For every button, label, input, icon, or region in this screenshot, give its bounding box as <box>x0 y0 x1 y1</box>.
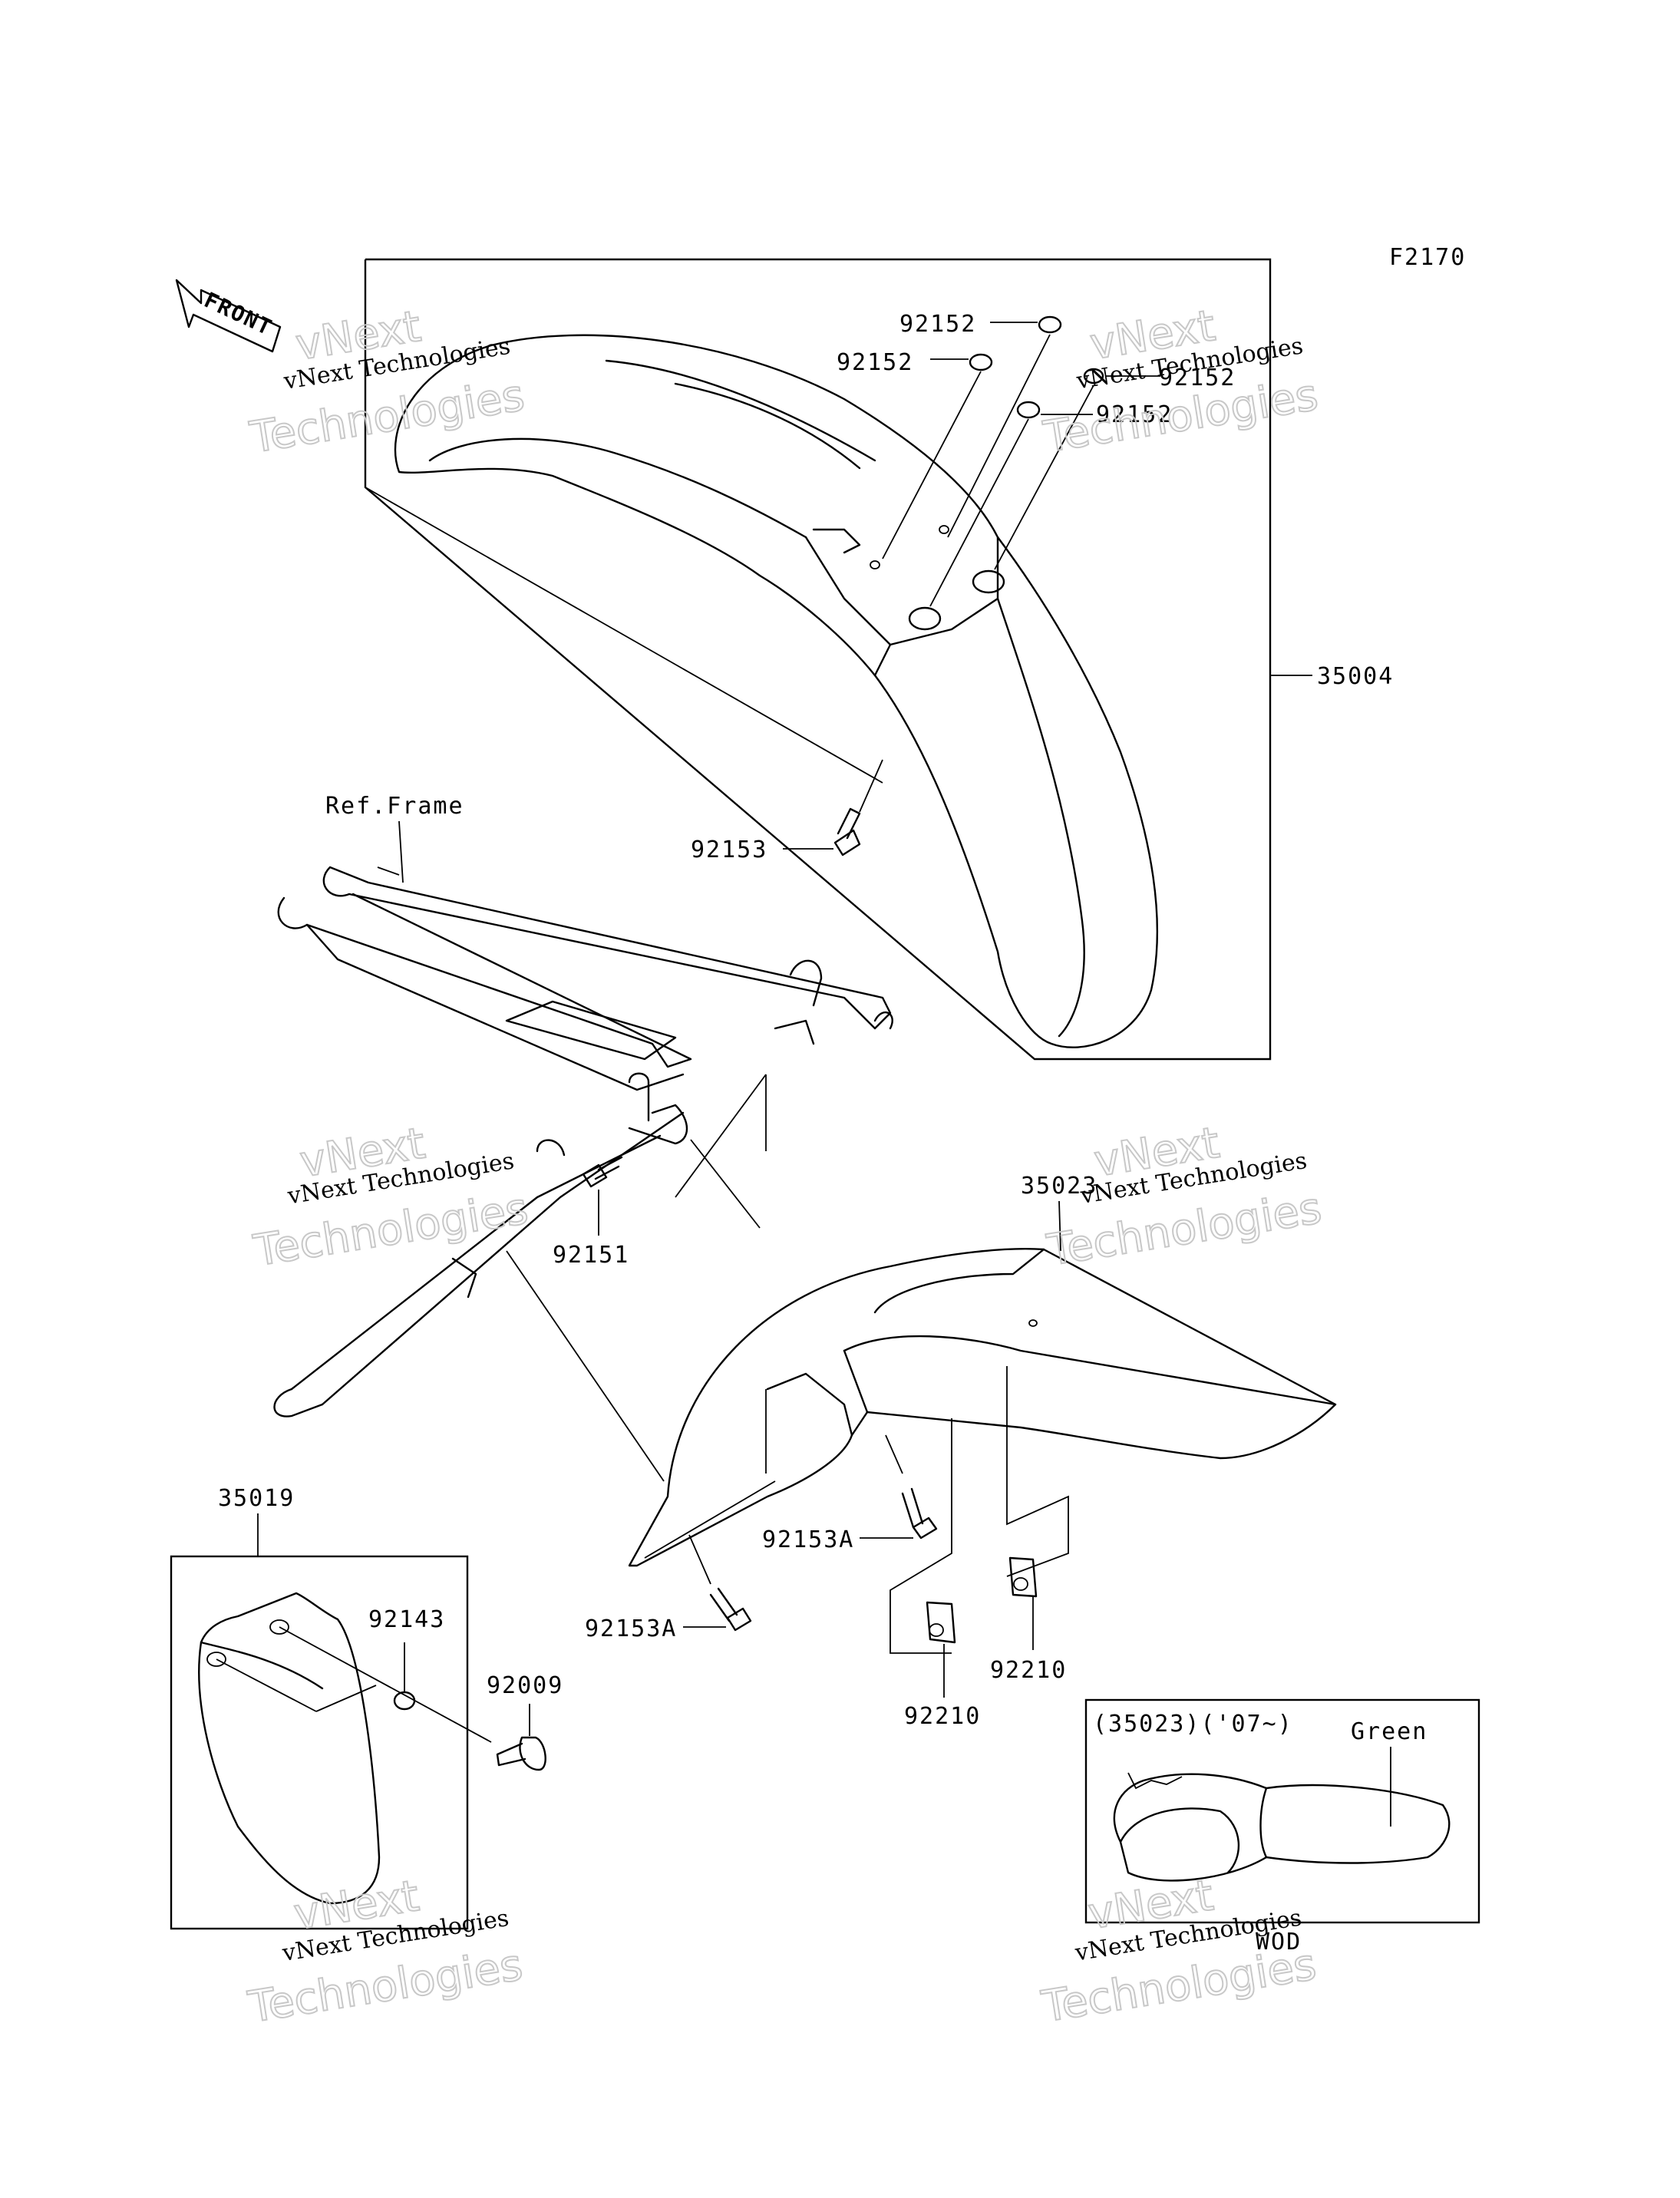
label-35023: 35023 <box>1021 1173 1097 1200</box>
label-92152-d: 92152 <box>1096 401 1173 428</box>
inset-rear-fender <box>1113 1773 1451 1882</box>
washer-92152-c <box>1083 368 1104 384</box>
figure-code: F2170 <box>1389 244 1466 271</box>
screw-92009 <box>519 1736 546 1771</box>
group-box-35004 <box>364 258 1272 1061</box>
washer-92152-a <box>1038 315 1062 334</box>
watermark-ml: vNext vNext Technologies Technologies <box>249 1117 532 1277</box>
label-92152-a: 92152 <box>899 311 976 338</box>
inset-variant: (35023)('07~) Green WOD <box>1084 1698 1480 1955</box>
label-92151: 92151 <box>553 1242 629 1269</box>
label-92210-b: 92210 <box>990 1657 1067 1684</box>
mud-flap-group: 35019 92143 92009 <box>170 1485 563 1930</box>
inset-color-label: Green <box>1351 1718 1428 1745</box>
label-35004: 35004 <box>1317 663 1394 690</box>
bolt-92153: 92153 <box>691 759 883 863</box>
bolt-92151: 92151 <box>553 1156 629 1269</box>
ref-frame: Ref.Frame <box>273 793 893 1417</box>
label-92152-b: 92152 <box>837 349 913 376</box>
group-box-35019 <box>170 1555 469 1930</box>
watermark-bl: vNext vNext Technologies Technologies <box>244 1870 526 2034</box>
washer-92152-set: 92152 92152 92152 92152 <box>837 311 1236 607</box>
front-fender-group: 35004 <box>364 258 1394 1061</box>
inset-title: (35023)('07~) <box>1093 1711 1293 1738</box>
label-92152-c: 92152 <box>1159 365 1236 391</box>
mud-flap-35019 <box>198 1592 381 1905</box>
watermark-tl: vNext vNext Technologies Technologies <box>246 301 528 464</box>
nut-92210-set: 92210 92210 <box>890 1366 1069 1730</box>
inset-code: WOD <box>1256 1929 1302 1955</box>
label-35019: 35019 <box>218 1485 295 1512</box>
inset-box <box>1084 1698 1480 1924</box>
bolt-92153A-a: 92153A <box>762 1434 938 1553</box>
label-ref-frame: Ref.Frame <box>325 793 464 820</box>
nut-92210-a <box>926 1601 956 1644</box>
label-92153A-b: 92153A <box>585 1615 677 1642</box>
nut-92210-b <box>1008 1556 1038 1598</box>
bolt-92153A-b: 92153A <box>585 1534 752 1642</box>
washer-92143 <box>393 1691 416 1711</box>
label-92210-a: 92210 <box>904 1703 981 1730</box>
label-92009: 92009 <box>487 1672 563 1699</box>
washer-92152-b <box>969 353 993 371</box>
label-92143: 92143 <box>368 1606 445 1633</box>
front-arrow-icon: FRONT <box>175 279 282 353</box>
washer-92152-d <box>1016 401 1041 419</box>
rear-fender-35023: 35023 <box>628 1173 1337 1567</box>
label-92153: 92153 <box>691 837 767 863</box>
label-92153A-a: 92153A <box>762 1526 854 1553</box>
front-fender-35004 <box>394 334 1159 1048</box>
watermark-tr: vNext vNext Technologies Technologies <box>1039 300 1322 464</box>
